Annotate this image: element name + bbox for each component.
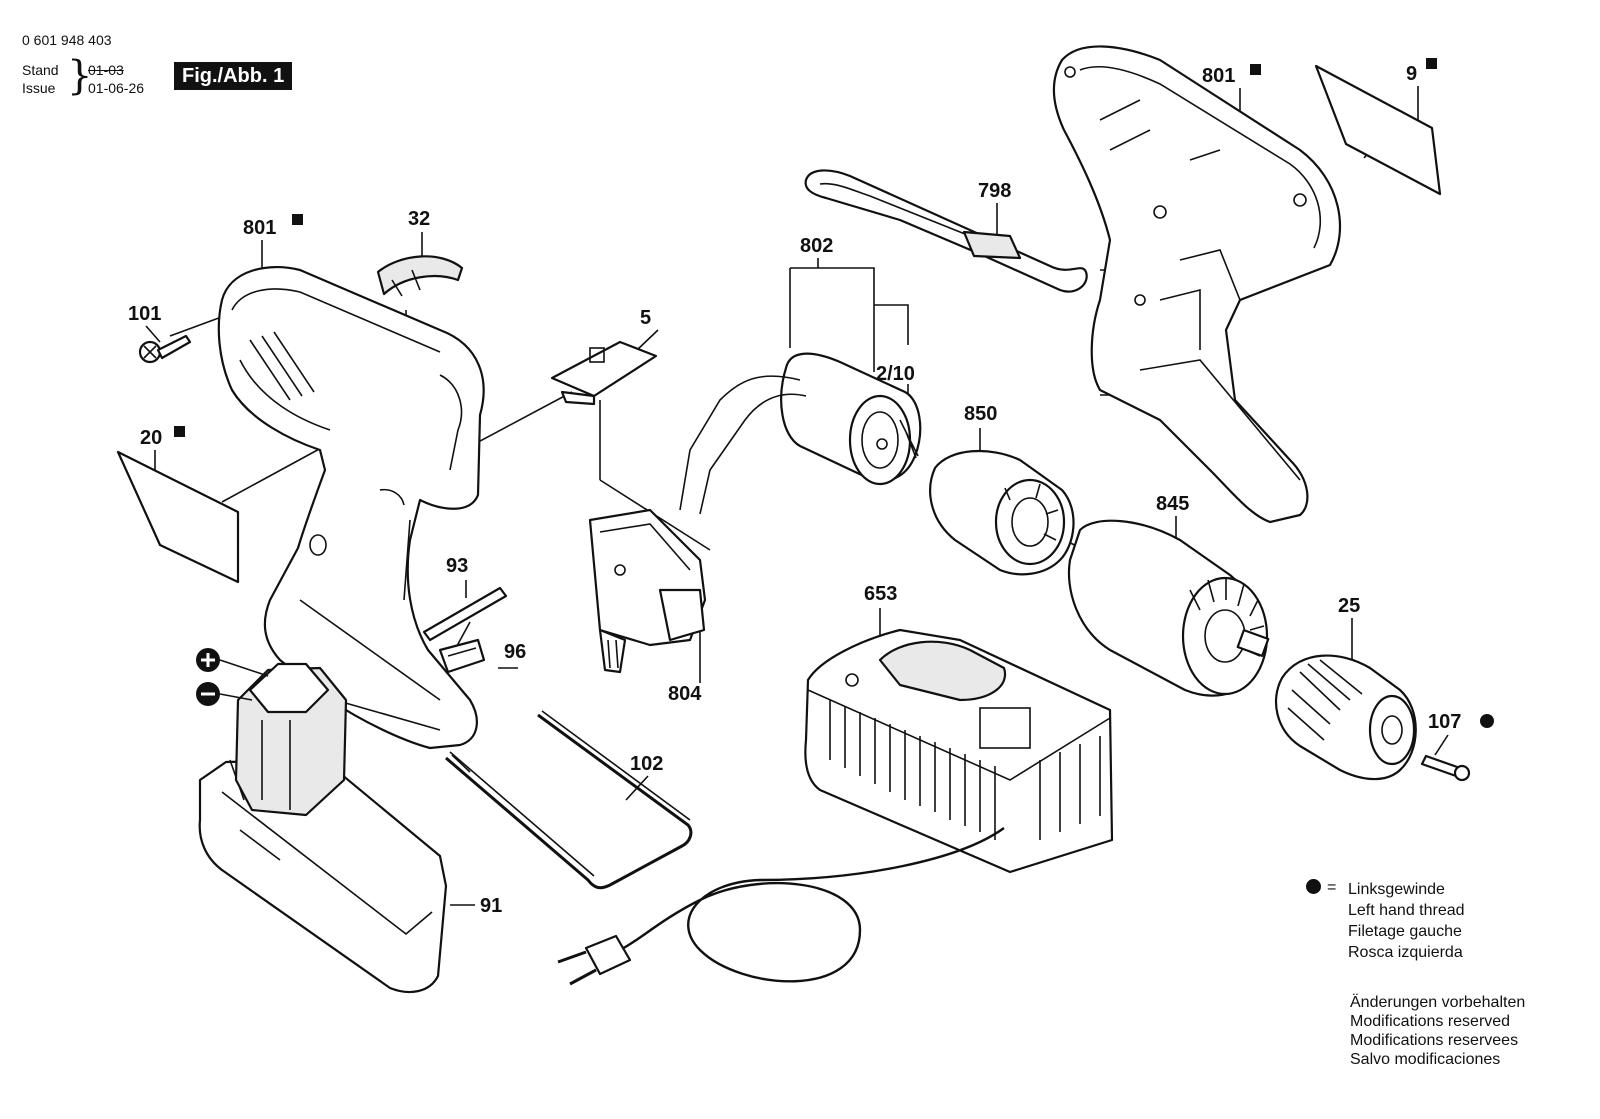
legend-circle-icon xyxy=(1306,879,1321,894)
callout-32: 32 xyxy=(408,208,430,230)
label-plate-20 xyxy=(116,450,240,584)
switch-804 xyxy=(588,508,707,674)
legend-line: Filetage gauche xyxy=(1348,923,1462,940)
marker-symbols xyxy=(174,58,1494,728)
callout-91: 91 xyxy=(480,895,502,917)
wire-loop-102 xyxy=(445,710,693,890)
square-marker-icon xyxy=(292,214,303,225)
callout-9: 9 xyxy=(1406,63,1417,85)
callout-5: 5 xyxy=(640,307,651,329)
callout-801-left: 801 xyxy=(243,217,276,239)
callout-653: 653 xyxy=(864,583,897,605)
cap-part-32 xyxy=(376,255,464,297)
issue-label: Issue xyxy=(22,80,56,96)
motor-802 xyxy=(679,352,922,515)
legend-line: Rosca izquierda xyxy=(1348,944,1463,961)
label-plate-9 xyxy=(1314,64,1442,196)
switch-part-5 xyxy=(550,340,658,406)
callout-2-10: 2/10 xyxy=(876,363,915,385)
callout-labels: 801 32 101 5 20 93 96 804 802 2/10 798 8… xyxy=(128,63,1461,917)
housing-left-801 xyxy=(217,266,485,750)
callout-107: 107 xyxy=(1428,711,1461,733)
callout-801-right: 801 xyxy=(1202,65,1235,87)
stand-value: 01-03 xyxy=(88,62,124,78)
screw-107 xyxy=(1420,754,1471,782)
callout-802: 802 xyxy=(800,235,833,257)
legend-text: Linksgewinde Left hand thread Filetage g… xyxy=(1348,879,1465,963)
charger-653 xyxy=(804,628,1114,874)
square-marker-icon xyxy=(1426,58,1437,69)
callout-850: 850 xyxy=(964,403,997,425)
square-marker-icon xyxy=(1250,64,1261,75)
issue-value: 01-06-26 xyxy=(88,80,145,96)
callout-20: 20 xyxy=(140,427,162,449)
callout-845: 845 xyxy=(1156,493,1189,515)
callout-25: 25 xyxy=(1338,595,1360,617)
callout-102: 102 xyxy=(630,753,663,775)
callout-96: 96 xyxy=(504,641,526,663)
screw-101 xyxy=(138,334,192,364)
callout-93: 93 xyxy=(446,555,468,577)
circle-marker-icon xyxy=(1480,714,1494,728)
gearbox-845 xyxy=(1067,519,1270,697)
modification-notes: Änderungen vorbehalten Modifications res… xyxy=(1350,993,1525,1069)
legend-equals: = xyxy=(1327,879,1337,896)
parts-93-96 xyxy=(422,586,508,674)
legend-line: Linksgewinde xyxy=(1348,881,1445,898)
note-line: Änderungen vorbehalten xyxy=(1350,994,1526,1011)
power-cord xyxy=(557,827,1005,986)
battery-pack-91 xyxy=(198,662,448,994)
belt-clip-798 xyxy=(804,169,1088,293)
square-marker-icon xyxy=(174,426,185,437)
brace-glyph: } xyxy=(67,53,93,99)
gear-housing-850 xyxy=(929,449,1075,576)
figure-label: Fig./Abb. 1 xyxy=(174,62,293,90)
stand-label: Stand xyxy=(22,62,59,78)
note-line: Salvo modificaciones xyxy=(1350,1051,1501,1068)
note-line: Modifications reserved xyxy=(1350,1013,1511,1030)
callout-798: 798 xyxy=(978,180,1011,202)
legend-line: Left hand thread xyxy=(1348,902,1465,919)
housing-right-801 xyxy=(1052,45,1342,524)
chuck-25 xyxy=(1274,654,1417,781)
document-number: 0 601 948 403 xyxy=(22,32,112,48)
callout-804: 804 xyxy=(668,683,702,705)
polarity-markers xyxy=(196,648,269,706)
callout-101: 101 xyxy=(128,303,161,325)
note-line: Modifications reservees xyxy=(1350,1032,1519,1049)
